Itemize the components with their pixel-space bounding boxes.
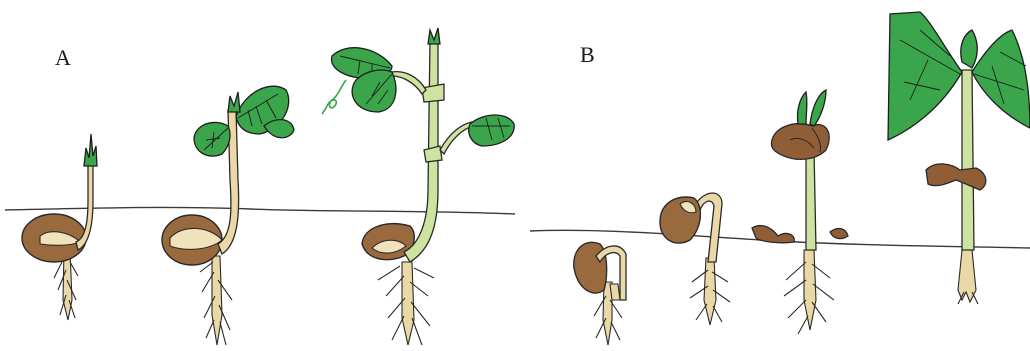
b-stage-4-plant <box>888 12 1030 304</box>
b4-leaf-right <box>972 30 1030 128</box>
b3-cotyledons <box>772 124 830 160</box>
panel-label-b: B <box>580 42 595 68</box>
b-stage-1-seedling <box>574 242 626 345</box>
b3-stem <box>806 150 816 250</box>
b4-leaf-left <box>888 12 962 140</box>
panel-a <box>5 28 515 345</box>
panel-label-a: A <box>55 45 71 71</box>
a3-tendril <box>322 80 346 114</box>
b-seedcoat-fragment-2 <box>830 229 848 239</box>
a-stage-2-seedling <box>162 86 294 345</box>
a2-roots <box>200 256 232 345</box>
panel-b <box>530 12 1030 345</box>
a3-leaf-right <box>469 115 514 146</box>
a1-shoot-tip <box>84 134 97 166</box>
a-stage-1-seedling <box>22 134 97 320</box>
b-stage-3-seedling <box>772 90 835 334</box>
a3-roots <box>378 262 434 345</box>
soil-line-a <box>5 207 515 214</box>
b3-roots <box>784 250 834 334</box>
a2-shoot-tip <box>228 92 240 112</box>
b4-stem <box>962 70 974 250</box>
b4-leaf-center <box>961 30 978 68</box>
b2-roots <box>690 258 730 325</box>
b-stage-2-seedling <box>660 193 730 325</box>
a3-top-bud <box>428 28 440 44</box>
a2-leaf-small <box>264 120 294 138</box>
a-stage-3-plant <box>322 28 514 345</box>
b3-first-leaves <box>797 90 826 126</box>
b4-withered-cotyledons <box>926 164 986 190</box>
